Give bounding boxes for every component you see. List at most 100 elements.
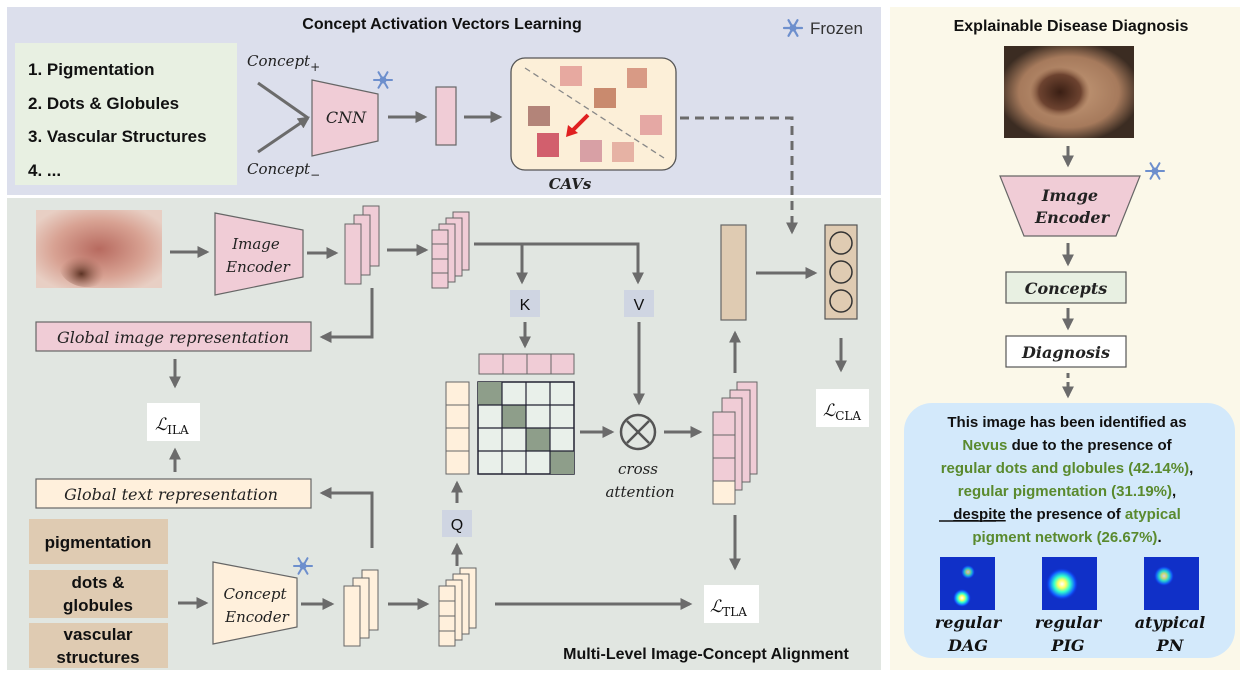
arrow-feat-global-img <box>319 288 374 343</box>
v-label: V <box>634 297 645 314</box>
cross-attention-op-x2 <box>626 420 650 444</box>
diag-image-encoder-label: Encoder <box>1034 208 1111 227</box>
concept-encoder-label: Encoder <box>224 608 290 626</box>
concept-text-vascular <box>29 623 168 668</box>
image-feature-map <box>344 223 362 285</box>
image-encoder-label: Encoder <box>225 258 291 276</box>
global-text-rep-box <box>35 478 312 509</box>
arrow-concept-feat-global-text <box>319 487 374 548</box>
diag-concepts-label: Concepts <box>1025 279 1108 298</box>
input-skin-lesion <box>59 243 115 287</box>
loss-tla: ℒTLA <box>710 597 747 619</box>
heatmap-label: PIG <box>1050 636 1084 655</box>
concept-token-stack <box>438 567 477 647</box>
concept-text-label: structures <box>56 648 139 667</box>
heatmap-pn-spot <box>1154 566 1174 586</box>
concept-text-dots <box>29 570 168 618</box>
heatmap-dag-spot <box>961 565 975 579</box>
image-token-stack <box>431 211 470 289</box>
mlica-title: Multi-Level Image-Concept Alignment <box>563 646 849 663</box>
cla-score-node <box>829 231 853 255</box>
cav-sample-image <box>537 133 559 157</box>
fused-vector <box>720 224 747 321</box>
cla-score-node <box>829 289 853 313</box>
diag-diagnosis-box <box>1005 335 1127 368</box>
cav-sample-image <box>560 66 582 86</box>
concept-positive: Concept+ <box>247 52 320 74</box>
cav-title: Concept Activation Vectors Learning <box>302 16 581 33</box>
cav-sample-image <box>580 140 602 162</box>
v-box <box>624 290 654 317</box>
concept-text-label: dots & <box>72 573 125 592</box>
arrow-concept-pos <box>257 81 309 120</box>
query-column <box>445 381 470 475</box>
loss-cla: ℒCLA <box>823 401 861 423</box>
concept-negative: Concept− <box>247 160 320 182</box>
q-label: Q <box>451 517 463 534</box>
heatmap-pn <box>1144 557 1199 610</box>
cross-attention-label: attention <box>605 483 674 501</box>
loss-cla-box <box>816 389 869 427</box>
heatmap-dag-spot <box>953 589 971 607</box>
cross-attention-op <box>619 413 657 451</box>
cav-sample-image <box>594 88 616 108</box>
cav-sample-image <box>612 142 634 162</box>
explanation-line: pigment network (26.67%). <box>972 529 1161 546</box>
global-image-rep: Global image representation <box>57 328 289 347</box>
concept-text-label: vascular <box>64 625 133 644</box>
concept-text-pigmentation <box>29 519 168 564</box>
cnn-label: CNN <box>326 108 367 127</box>
concept-list-item: 3. Vascular Structures <box>28 127 207 146</box>
concept-text-label: globules <box>63 596 133 615</box>
explanation-line: despite the presence of atypical <box>953 506 1181 523</box>
cav-sample-image <box>640 115 662 135</box>
heatmap-label: regular <box>935 613 1003 632</box>
concept-feature-map <box>343 585 361 647</box>
cross-attention-label: cross <box>618 460 658 478</box>
heatmap-label: regular <box>1035 613 1103 632</box>
concept-encoder-block <box>212 561 298 645</box>
frozen-label: Frozen <box>810 19 863 38</box>
concept-list-item: 4. ... <box>28 161 61 180</box>
concept-list-item: 2. Dots & Globules <box>28 94 179 113</box>
q-box <box>442 510 472 537</box>
arrow-cavs-cla <box>680 116 798 235</box>
cnn-feature-vector <box>435 86 457 146</box>
image-encoder-label: Image <box>231 235 280 253</box>
cnn-block <box>311 79 379 157</box>
cav-sample-image <box>528 106 550 126</box>
diag-diagnosis-label: Diagnosis <box>1021 343 1110 362</box>
image-encoder-block <box>214 212 304 296</box>
cla-score-node <box>829 260 853 284</box>
explanation-line: regular pigmentation (31.19%), <box>958 483 1176 500</box>
heatmap-pig-spot <box>1046 568 1078 600</box>
concept-list-box <box>15 43 237 185</box>
concept-encoder-label: Concept <box>223 585 287 603</box>
explanation-line: This image has been identified as <box>947 414 1186 431</box>
k-box <box>510 290 540 317</box>
cav-boundary <box>524 67 665 159</box>
attention-matrix <box>477 381 575 475</box>
diag-image-encoder-label: Image <box>1041 186 1098 205</box>
explanation-line: Nevus due to the presence of <box>962 437 1172 454</box>
dermoscopy-lesion <box>1030 67 1090 117</box>
heatmap-label: atypical <box>1135 613 1206 632</box>
global-image-rep-box <box>35 321 312 352</box>
arrow-to-v <box>522 242 644 285</box>
diag-image-encoder-block <box>999 175 1141 237</box>
key-row <box>478 353 575 375</box>
diagnosis-title: Explainable Disease Diagnosis <box>954 18 1189 35</box>
global-text-rep: Global text representation <box>64 485 278 504</box>
cav-vector-arrow <box>569 113 590 134</box>
cav-sample-image <box>627 68 647 88</box>
diag-concepts-box <box>1005 271 1127 304</box>
loss-ila: ℒILA <box>155 415 189 437</box>
explanation-line: regular dots and globules (42.14%), <box>941 460 1194 477</box>
concept-list-item: 1. Pigmentation <box>28 60 155 79</box>
cavs-label: CAVs <box>549 175 592 193</box>
heatmap-label: PN <box>1156 636 1185 655</box>
cav-vector-arrowhead <box>566 125 578 137</box>
loss-tla-box <box>704 585 759 623</box>
heatmap-label: DAG <box>947 636 988 655</box>
concept-text-label: pigmentation <box>45 533 152 552</box>
